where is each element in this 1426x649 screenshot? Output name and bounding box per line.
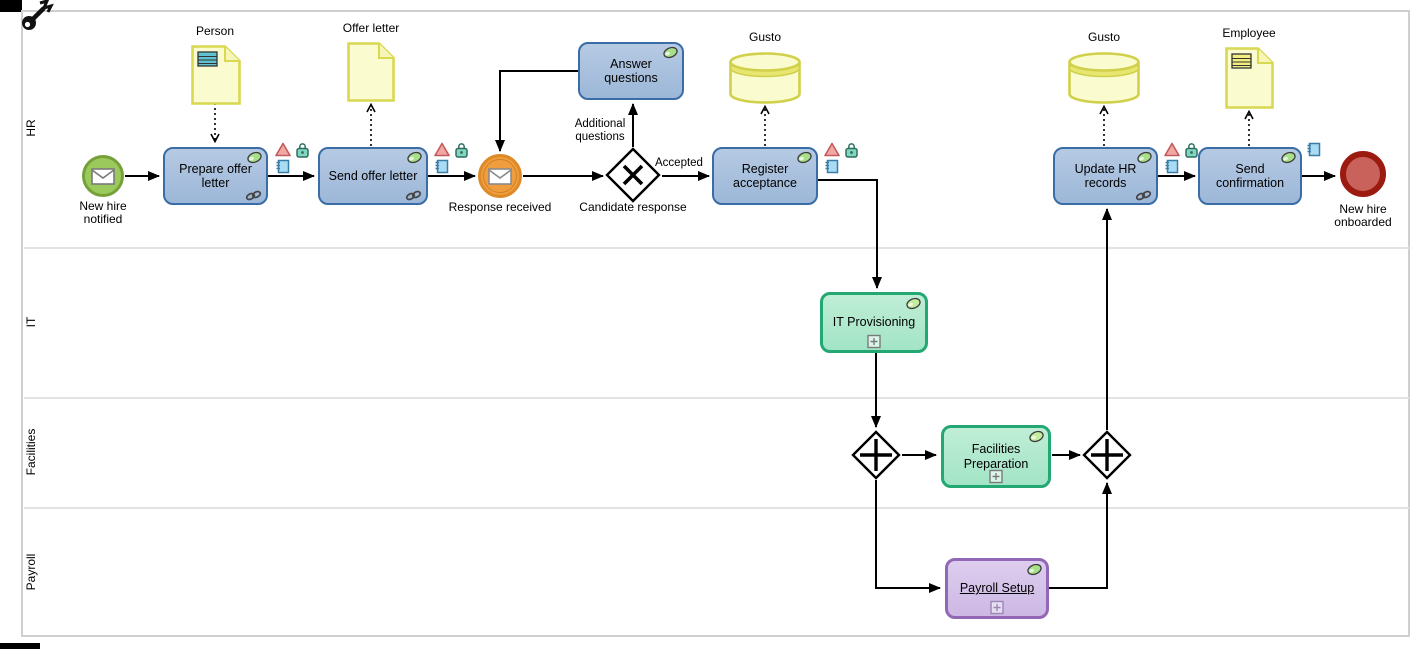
task-attribute-badges [1164,142,1201,175]
warning-icon [824,142,840,157]
note-icon [825,159,839,174]
subprocess-plus-icon[interactable] [990,600,1005,615]
data-store-gusto-1[interactable] [729,52,801,104]
subprocess-plus-icon[interactable] [989,469,1004,484]
end-event-new-hire-onboarded[interactable] [1340,151,1386,197]
wrench-cursor-icon [22,0,54,30]
data-object-employee[interactable] [1225,47,1274,109]
task-prepare-offer-letter[interactable]: Prepare offer letter [163,147,268,205]
process-pool[interactable] [21,10,1410,637]
task-attribute-badges [824,142,861,175]
task-attribute-badges [275,142,312,175]
lock-icon [296,143,309,158]
data-object-person[interactable] [191,45,241,105]
lock-icon [845,143,858,158]
data-store-label: Gusto [1087,30,1120,44]
task-update-hr-records[interactable]: Update HR records [1053,147,1158,205]
task-label: Send offer letter [328,168,418,183]
lock-icon [1185,143,1198,158]
lock-icon [455,143,468,158]
green-badge-icon [663,46,678,59]
inner-ring [483,159,517,193]
flow-answer-to-response[interactable] [495,70,578,152]
task-attribute-badges [1306,142,1323,158]
green-badge-icon [407,151,422,164]
envelope-icon [91,167,115,185]
data-object-label: Person [195,24,235,38]
subprocess-label: IT Provisioning [832,315,916,330]
subprocess-facilities-preparation[interactable]: Facilities Preparation [941,425,1051,488]
data-object-label: Employee [1222,26,1276,40]
link-icon [245,190,262,201]
lane-divider [24,247,1409,249]
subprocess-plus-icon[interactable] [867,334,882,349]
flow-split-to-payroll[interactable] [875,480,941,593]
bottom-left-artifact [0,643,40,649]
gateway-parallel-split[interactable] [851,430,901,480]
green-badge-icon [1027,563,1042,576]
green-badge-icon [1029,430,1044,443]
table-teal-icon [197,51,218,67]
data-store-gusto-2[interactable] [1068,52,1140,104]
parallel-plus-mark [860,439,892,471]
note-icon [276,159,290,174]
task-label: Answer questions [604,56,658,85]
subprocess-label: Facilities Preparation [963,442,1029,471]
task-attribute-badges [434,142,471,175]
end-event-label: New hire onboarded [1334,202,1392,230]
task-label: Update HR records [1074,161,1137,190]
intermediate-event-response-received[interactable] [478,154,522,198]
intermediate-event-label: Response received [448,200,552,214]
task-label: Send confirmation [1215,161,1285,190]
link-icon [405,190,422,201]
gateway-label: Candidate response [579,200,687,214]
note-icon [1307,142,1321,157]
subprocess-label-link[interactable]: Payroll Setup [959,581,1035,596]
green-badge-icon [906,297,921,310]
lane-divider [24,507,1409,509]
task-send-offer-letter[interactable]: Send offer letter [318,147,428,205]
gateway-candidate-response[interactable] [605,147,661,203]
data-object-offer-letter[interactable] [347,42,395,102]
subprocess-payroll-setup[interactable]: Payroll Setup [945,558,1049,619]
warning-icon [275,142,291,157]
note-icon [1165,159,1179,174]
task-answer-questions[interactable]: Answer questions [578,42,684,100]
start-event-new-hire-notified[interactable] [82,155,124,197]
task-label: Prepare offer letter [179,161,252,190]
flow-label-accepted: Accepted [655,157,703,169]
link-icon [1135,190,1152,201]
table-yellow-icon [1231,53,1252,69]
task-send-confirmation[interactable]: Send confirmation [1198,147,1302,205]
note-icon [435,159,449,174]
xor-x-mark [622,164,644,186]
green-badge-icon [797,151,812,164]
flow-label-additional-questions: Additional questions [574,118,626,143]
start-event-label: New hire notified [79,199,127,227]
data-object-label: Offer letter [342,21,400,35]
task-label: Register acceptance [733,161,797,190]
green-badge-icon [1281,151,1296,164]
gateway-parallel-join[interactable] [1082,430,1132,480]
parallel-plus-mark [1091,439,1123,471]
lane-divider [24,397,1409,399]
subprocess-it-provisioning[interactable]: IT Provisioning [820,292,928,353]
green-badge-icon [247,151,262,164]
flow-register-to-it[interactable] [818,179,882,289]
task-register-acceptance[interactable]: Register acceptance [712,147,818,205]
flow-payroll-to-join[interactable] [1049,482,1112,589]
warning-icon [434,142,450,157]
top-left-artifact [0,0,22,12]
data-store-label: Gusto [748,30,781,44]
green-badge-icon [1137,151,1152,164]
warning-icon [1164,142,1180,157]
